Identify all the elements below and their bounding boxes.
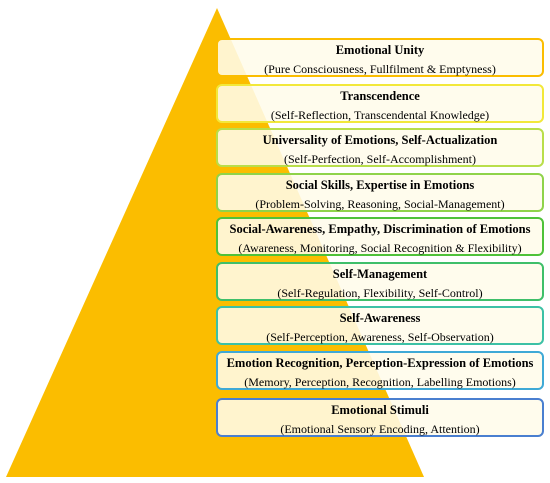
level-title: Self-Management	[332, 267, 428, 281]
level-description: (Emotional Sensory Encoding, Attention)	[280, 422, 480, 436]
level-title: Self-Awareness	[339, 311, 421, 325]
level-self-awareness: Self-Awareness (Self-Perception, Awarene…	[216, 306, 544, 345]
level-universality-of-emotions: Universality of Emotions, Self-Actualiza…	[216, 128, 544, 167]
level-social-skills: Social Skills, Expertise in Emotions (Pr…	[216, 173, 544, 212]
level-emotional-unity: Emotional Unity (Pure Consciousness, Ful…	[216, 38, 544, 77]
level-title: Emotional Stimuli	[331, 403, 429, 417]
level-description: (Pure Consciousness, Fullfilment & Empty…	[264, 62, 496, 76]
level-description: (Self-Reflection, Transcendental Knowled…	[270, 108, 490, 122]
level-title: Transcendence	[340, 89, 420, 103]
level-transcendence: Transcendence (Self-Reflection, Transcen…	[216, 84, 544, 123]
level-description: (Self-Regulation, Flexibility, Self-Cont…	[277, 286, 483, 300]
level-title: Social-Awareness, Empathy, Discriminatio…	[229, 222, 531, 236]
level-description: (Self-Perception, Awareness, Self-Observ…	[266, 330, 494, 344]
level-title: Emotional Unity	[335, 43, 425, 57]
level-title: Social Skills, Expertise in Emotions	[285, 178, 475, 192]
level-description: (Awareness, Monitoring, Social Recogniti…	[238, 241, 522, 255]
level-self-management: Self-Management (Self-Regulation, Flexib…	[216, 262, 544, 301]
level-emotional-stimuli: Emotional Stimuli (Emotional Sensory Enc…	[216, 398, 544, 437]
level-description: (Self-Perfection, Self-Accomplishment)	[284, 152, 476, 166]
level-description: (Memory, Perception, Recognition, Labell…	[244, 375, 516, 389]
level-description: (Problem-Solving, Reasoning, Social-Mana…	[255, 197, 505, 211]
level-social-awareness: Social-Awareness, Empathy, Discriminatio…	[216, 217, 544, 256]
level-emotion-recognition: Emotion Recognition, Perception-Expressi…	[216, 351, 544, 390]
level-title: Emotion Recognition, Perception-Expressi…	[226, 356, 534, 370]
level-title: Universality of Emotions, Self-Actualiza…	[262, 133, 498, 147]
